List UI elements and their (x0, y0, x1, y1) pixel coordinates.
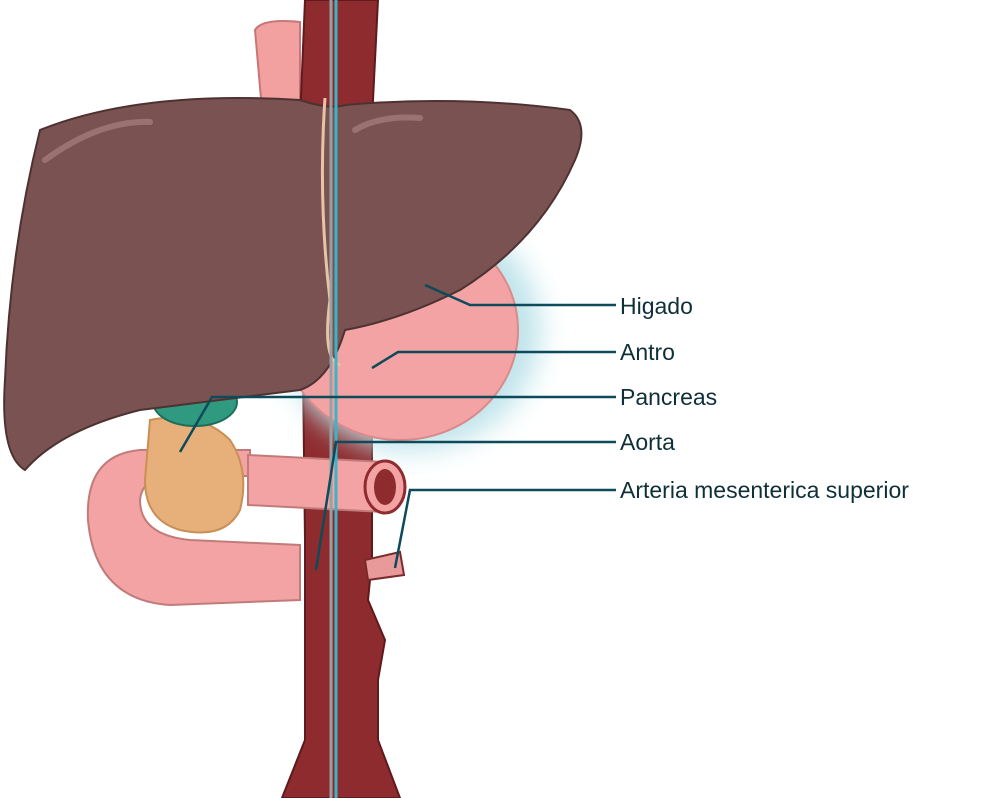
leader-pancreas (178, 395, 616, 453)
leader-antrum (371, 350, 616, 370)
leader-liver (424, 283, 616, 307)
sma-branch (363, 550, 406, 582)
liver-highlight (42, 118, 153, 163)
pancreas (143, 416, 245, 534)
pink-vessel-top (253, 20, 301, 111)
tube-lumen (374, 469, 396, 505)
label-antrum: Antro (620, 339, 675, 365)
duodenum (86, 449, 301, 607)
label-liver: Higado (620, 293, 693, 319)
leader-aorta (314, 440, 616, 571)
liver (3, 97, 583, 472)
leader-sma (393, 488, 616, 569)
label-aorta: Aorta (620, 429, 675, 455)
liver-highlight-right (352, 114, 423, 133)
label-pancreas: Pancreas (620, 384, 717, 410)
label-sma: Arteria mesenterica superior (620, 477, 909, 503)
